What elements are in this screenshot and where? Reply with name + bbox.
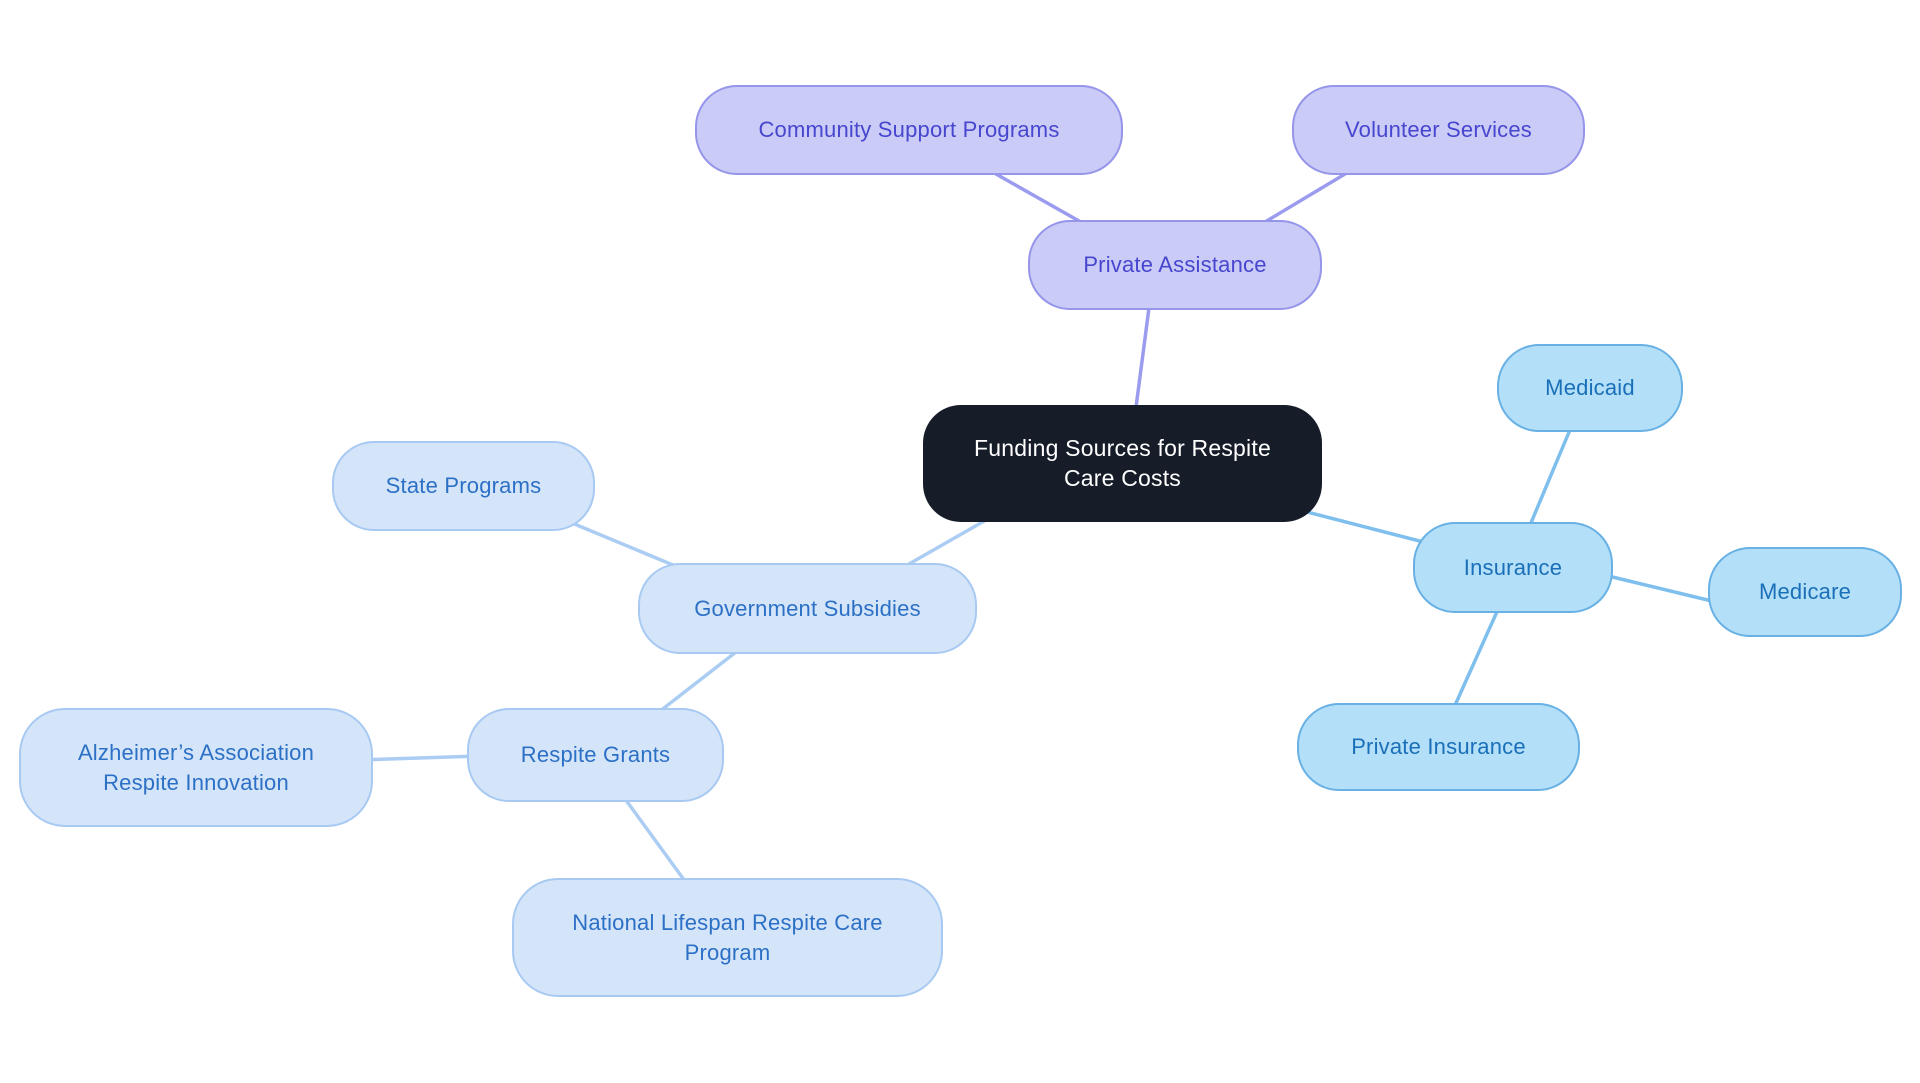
node-national-lifespan-label: National Lifespan Respite Care Program [572,909,883,965]
node-private-insurance-label: Private Insurance [1351,734,1526,760]
node-central-topic[interactable]: Funding Sources for Respite Care Costs [923,405,1322,522]
edge-private-assistance-volunteer-services [1253,163,1362,230]
node-private-insurance[interactable]: Private Insurance [1297,703,1580,791]
node-insurance-label: Insurance [1463,554,1563,580]
edge-private-assistance-community-support [978,163,1097,232]
node-national-lifespan-respite-care-program[interactable]: National Lifespan Respite Care Program [512,878,943,997]
node-community-support-programs[interactable]: Community Support Programs [695,85,1123,175]
edge-insurance-medicaid [1526,423,1574,532]
node-volunteer-services[interactable]: Volunteer Services [1292,85,1585,175]
node-private-assistance[interactable]: Private Assistance [1028,220,1322,310]
edge-central-private-assistance [1133,298,1152,417]
node-state-programs-label: State Programs [385,473,542,499]
node-community-support-programs-label: Community Support Programs [758,117,1060,143]
node-alzheimers-association-label: Alzheimer’s Association Respite Innovati… [77,739,315,795]
node-state-programs[interactable]: State Programs [332,441,595,531]
edge-insurance-medicare [1598,572,1722,605]
node-medicaid-label: Medicaid [1545,375,1635,401]
node-respite-grants[interactable]: Respite Grants [467,708,724,802]
edge-respite-grants-national-lifespan [618,790,692,890]
edge-central-government-subsidies [893,510,1002,574]
node-medicare-label: Medicare [1758,579,1852,605]
node-respite-grants-label: Respite Grants [520,742,671,768]
node-volunteer-services-label: Volunteer Services [1344,117,1533,143]
node-medicare[interactable]: Medicare [1708,547,1902,637]
edge-insurance-private-insurance [1450,603,1502,714]
node-insurance[interactable]: Insurance [1413,522,1613,613]
node-alzheimers-association-respite-innovation[interactable]: Alzheimer’s Association Respite Innovati… [19,708,373,827]
edge-respite-grants-alzheimers [358,754,482,762]
node-government-subsidies-label: Government Subsidies [694,595,921,621]
node-central-topic-label: Funding Sources for Respite Care Costs [974,434,1271,491]
edge-government-subsidies-state-programs [558,516,687,572]
node-private-assistance-label: Private Assistance [1083,252,1267,278]
node-medicaid[interactable]: Medicaid [1497,344,1683,432]
edge-government-subsidies-respite-grants [653,643,747,717]
node-government-subsidies[interactable]: Government Subsidies [638,563,977,654]
